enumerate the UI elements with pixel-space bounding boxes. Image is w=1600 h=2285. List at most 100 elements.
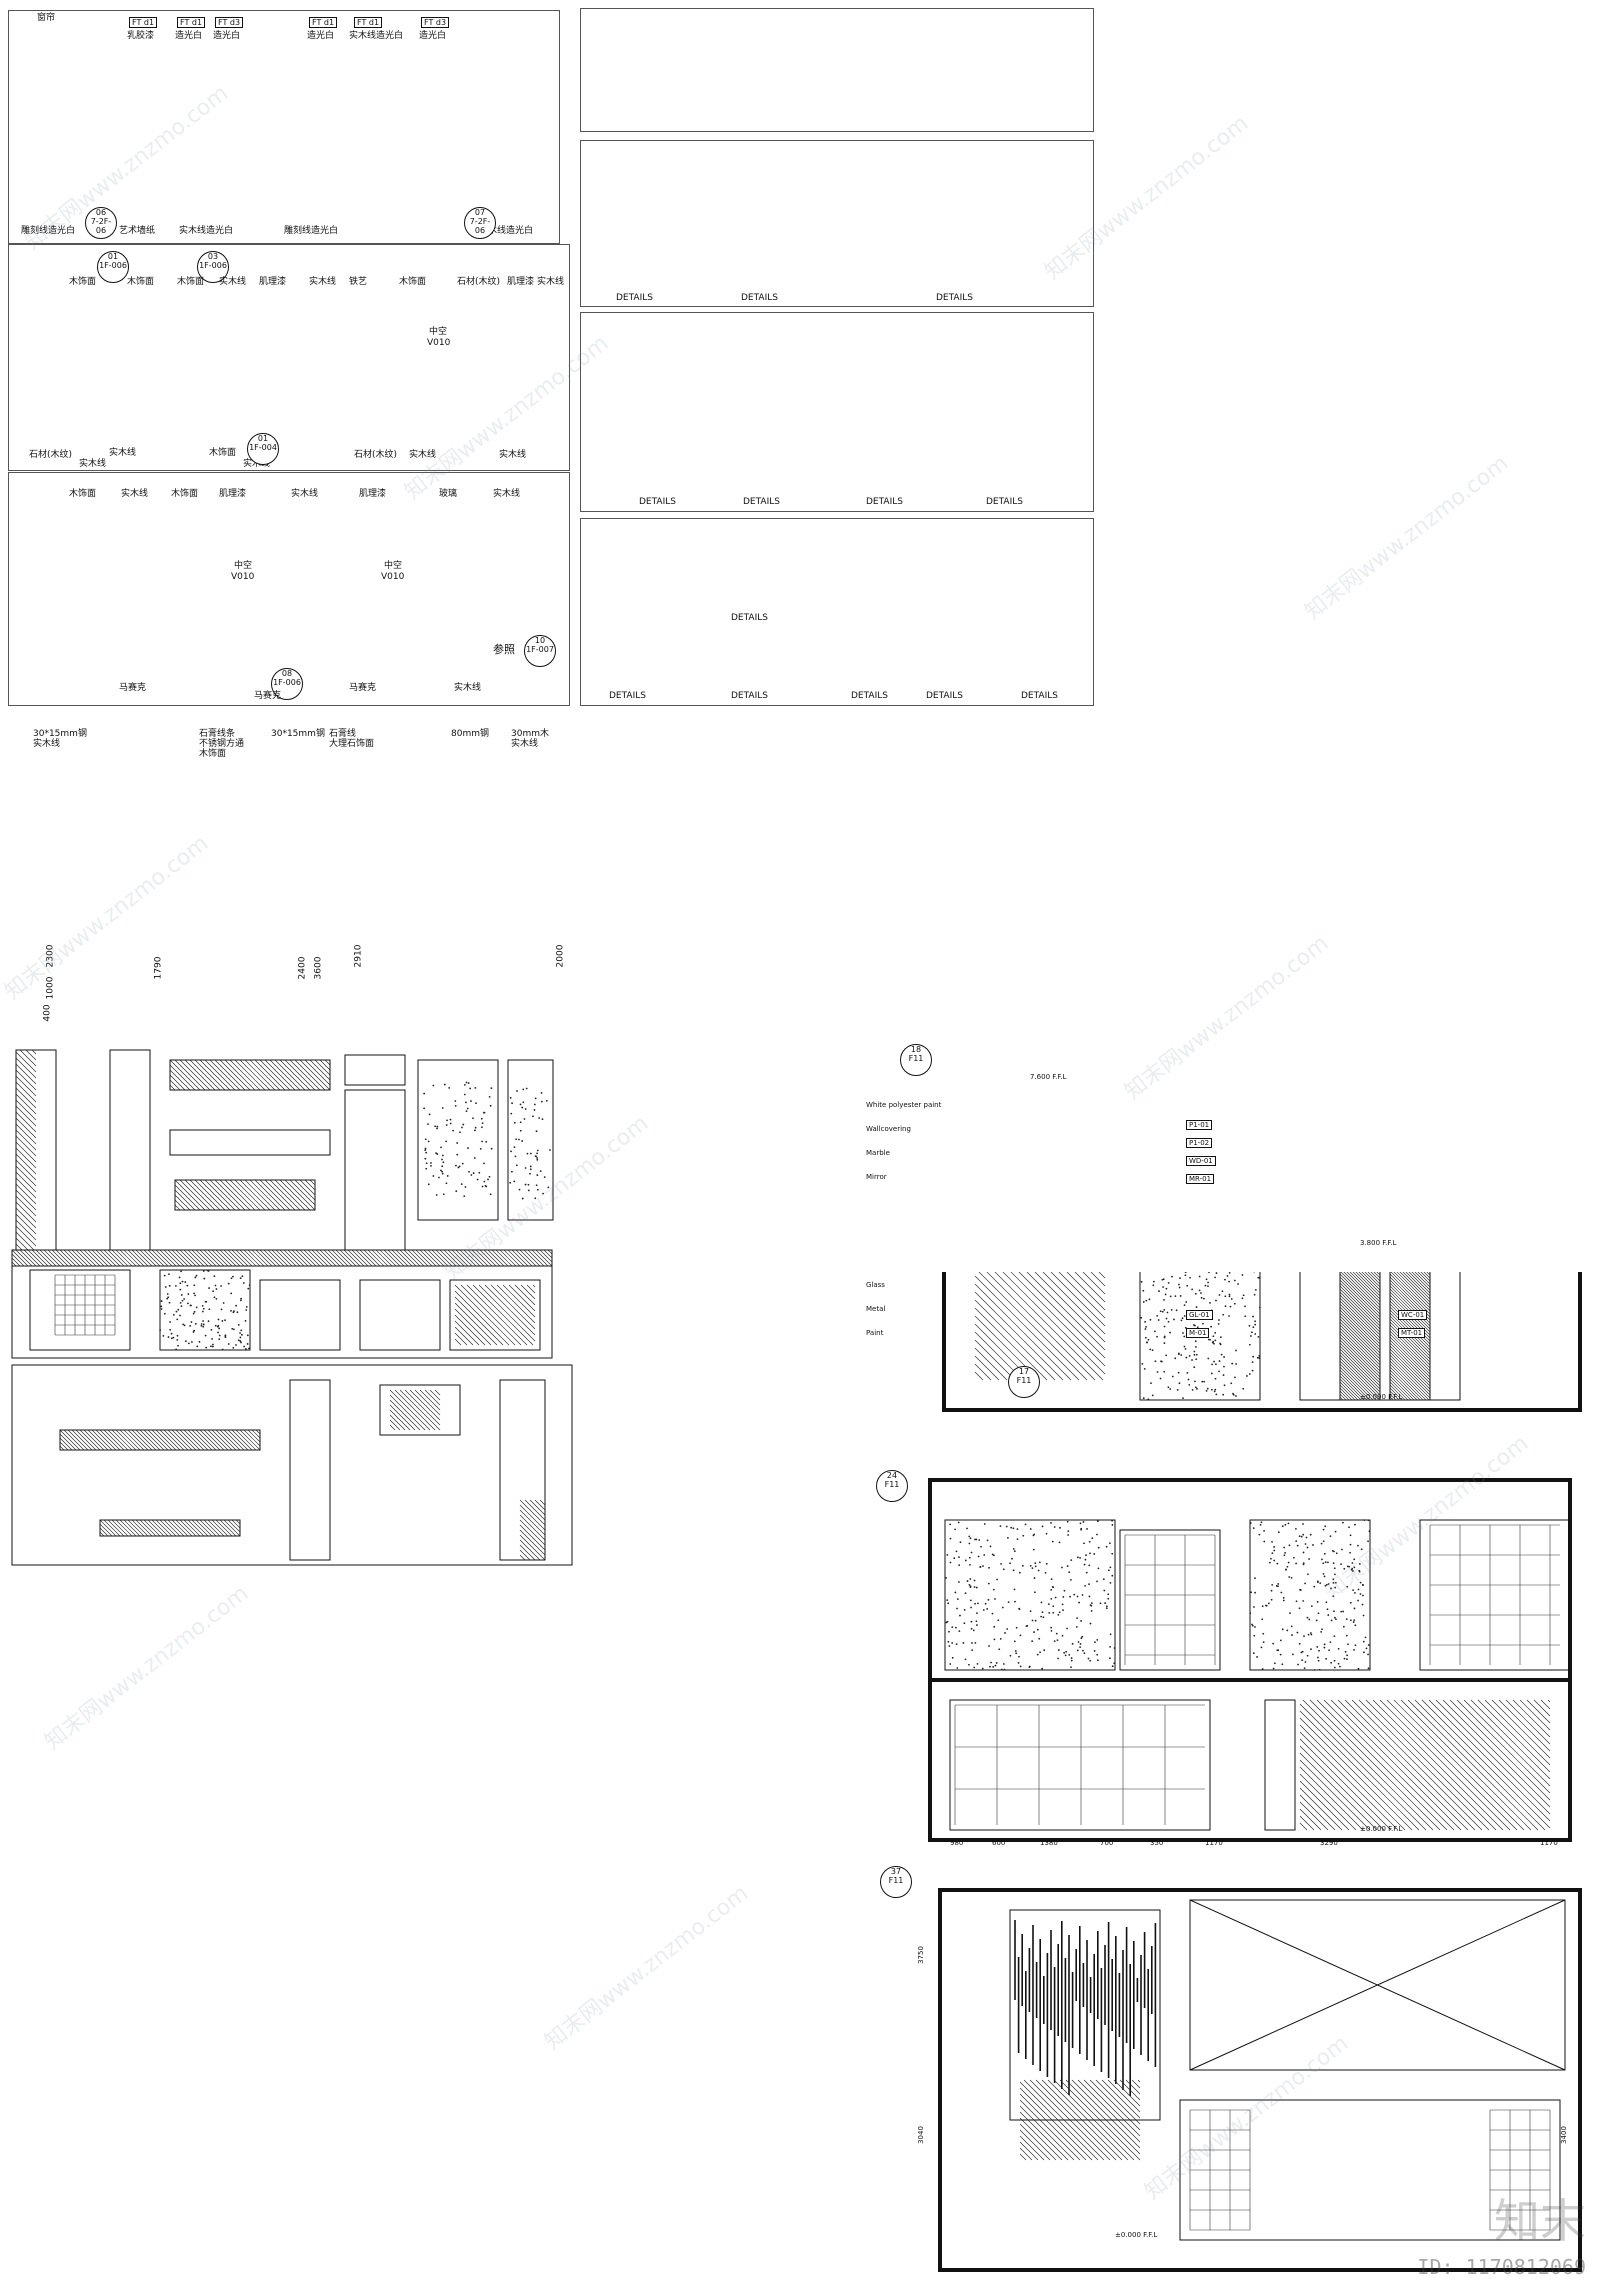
void-code: V010 [381, 572, 405, 582]
hatch-pattern [59, 1429, 261, 1451]
bottom-label: 马赛克 [349, 683, 377, 693]
material-label: Mirror [866, 1173, 887, 1181]
dimension: 350 [1150, 1839, 1164, 1847]
annotation: 实木线 [33, 739, 61, 749]
dimension: 3750 [916, 1946, 925, 1964]
annotation: 30*15mm钢 [271, 729, 325, 739]
stone-texture [945, 1519, 1116, 1671]
dimension: 980 [950, 1839, 964, 1847]
void-code: V010 [427, 338, 451, 348]
sheet-bedroom-elevations: 窗帘 FT d1 乳胶漆 FT d1 造光白 FT d3 造光白 FT d1 造… [8, 10, 560, 244]
decorative-bars [1014, 1920, 1157, 2096]
staircase [1299, 1699, 1551, 1831]
details-title: DETAILS [609, 691, 646, 701]
stone-panel [159, 1269, 251, 1351]
material-tag: MR-01 [1186, 1174, 1215, 1184]
section-detail [344, 1054, 406, 1086]
sheet-lower-right-elevations [912, 1050, 1582, 1272]
details-title: DETAILS [743, 497, 780, 507]
level-mark: 7.600 F.F.L [1030, 1073, 1067, 1081]
material-tag: WC-01 [1398, 1310, 1428, 1320]
detail-frame [11, 1364, 573, 1566]
material-label: Metal [866, 1305, 886, 1313]
top-label: 玻璃 [439, 489, 458, 499]
material-tag: FT d3 [215, 17, 244, 28]
sheet-details-c: DETAILS DETAILS DETAILS DETAILS DETAILS … [580, 518, 1094, 706]
material-label: Marble [866, 1149, 890, 1157]
top-label: 实木线 [309, 277, 337, 287]
material-label: 造光白 [175, 31, 203, 41]
top-label: 肌理漆 [259, 277, 287, 287]
hatch-pattern [1339, 1269, 1381, 1401]
top-label: 实木线 [219, 277, 247, 287]
staircase [974, 1269, 1106, 1381]
details-title: DETAILS [926, 691, 963, 701]
material-tag: FT d1 [309, 17, 338, 28]
level-mark: ±0.000 F.F.L [1115, 2231, 1158, 2239]
details-title: DETAILS [639, 497, 676, 507]
top-label: 实木线 [493, 489, 521, 499]
dimension: 2300 [45, 944, 56, 968]
stone-texture [509, 1087, 551, 1200]
bottom-label: 实木线 [454, 683, 482, 693]
door-frame [1264, 1699, 1296, 1831]
top-label: 石材(木纹) [457, 277, 501, 287]
material-tag: FT d3 [421, 17, 450, 28]
top-label: 实木线 [291, 489, 319, 499]
material-label: White polyester paint [866, 1101, 942, 1109]
level-mark: 3.800 F.F.L [1360, 1239, 1397, 1247]
cabinet-grid [54, 1274, 116, 1336]
dimension: 3600 [313, 956, 324, 980]
bottom-label: 实木线 [409, 450, 437, 460]
void-label: 中空 [429, 327, 448, 337]
panel-elevation [507, 1059, 554, 1221]
annotation: 不锈钢方通 [199, 739, 245, 749]
plan-detail [169, 1129, 331, 1156]
feature-wall [1009, 1909, 1161, 2121]
material-tag: P1-02 [1186, 1138, 1213, 1148]
sheet-lower-left-elevations: 30*15mm钢 实木线 石膏线条 不锈钢方通 木饰面 30*15mm钢 石膏线… [8, 712, 570, 1034]
bottom-label: 实木线 [109, 448, 137, 458]
bottom-label: 实木线 [499, 450, 527, 460]
hatch-pattern [519, 1499, 546, 1561]
void-label: 中空 [384, 561, 403, 571]
material-label: 乳胶漆 [127, 31, 155, 41]
staircase [1019, 2079, 1141, 2161]
bottom-label: 实木线造光白 [479, 226, 534, 236]
section-detail [344, 1089, 406, 1251]
drawing-line [1189, 1899, 1566, 2071]
panel [359, 1279, 441, 1351]
top-label: 木饰面 [127, 277, 155, 287]
details-title: DETAILS [731, 691, 768, 701]
panel-grid [1124, 1534, 1216, 1665]
stone-panel [1249, 1519, 1371, 1671]
cabinet-wall [949, 1699, 1211, 1831]
panel-elevation [417, 1059, 499, 1221]
section-detail [499, 1379, 546, 1561]
material-label: Glass [866, 1281, 885, 1289]
top-label: 木饰面 [69, 277, 97, 287]
header-note: 窗帘 [37, 13, 56, 23]
dimension: 3400 [1559, 2126, 1568, 2144]
dimension: 3290 [1320, 1839, 1338, 1847]
panel [1419, 1519, 1571, 1671]
bottom-label: 木饰面 [209, 448, 237, 458]
section-detail [109, 1049, 151, 1251]
bottom-label: 石材(木纹) [354, 450, 398, 460]
top-label: 肌理漆 [507, 277, 535, 287]
material-tag: FT d1 [177, 17, 206, 28]
brand-logo: 知末 [1494, 2194, 1586, 2248]
cabinet-grid [954, 1704, 1205, 1825]
panel-grid [1429, 1524, 1560, 1665]
details-title: DETAILS [851, 691, 888, 701]
material-tag: M-01 [1186, 1328, 1210, 1338]
annotation: 30*15mm钢 [33, 729, 87, 739]
void-area [1189, 1899, 1566, 2071]
